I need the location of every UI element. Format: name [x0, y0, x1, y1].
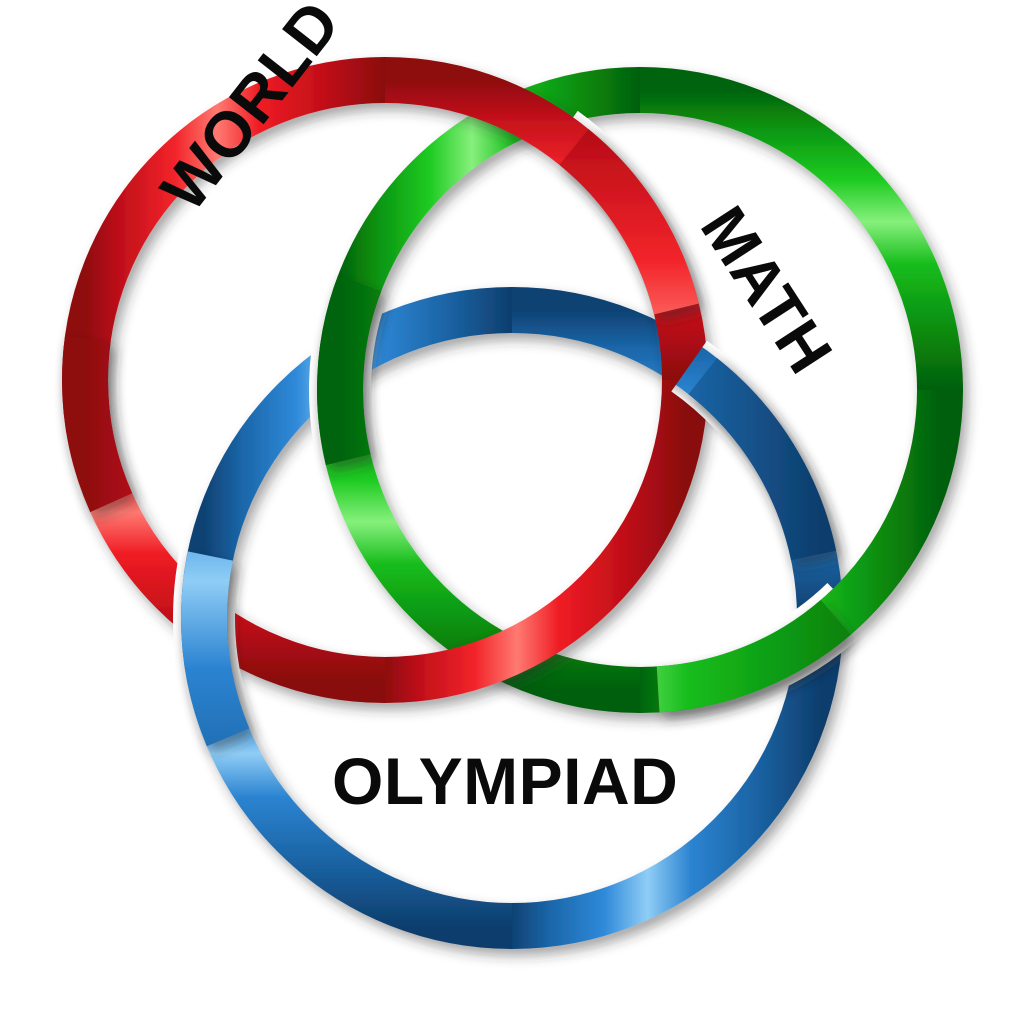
green-over-blue-upper-left — [317, 67, 963, 713]
blue-over-red-lower-left — [181, 287, 843, 949]
label-olympiad: OLYMPIAD — [332, 744, 679, 818]
ring-math-green — [317, 67, 963, 713]
red-over-green-lower — [62, 57, 708, 703]
